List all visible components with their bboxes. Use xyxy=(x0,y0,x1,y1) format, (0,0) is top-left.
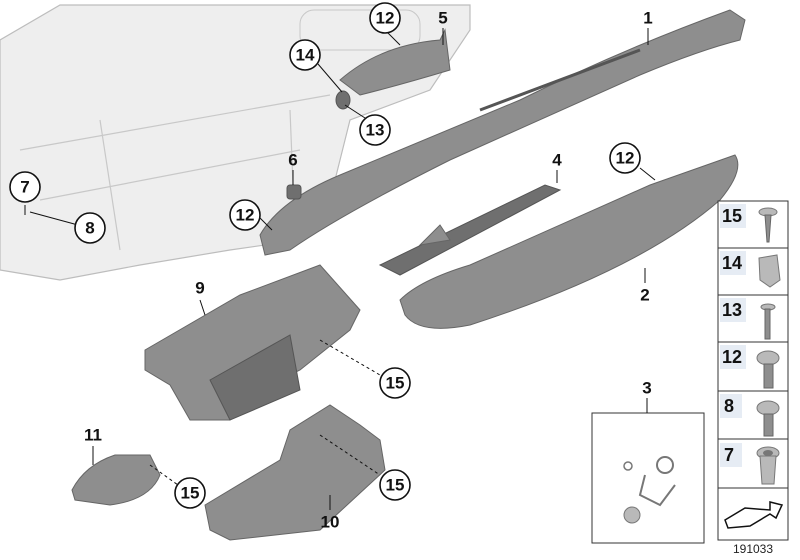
legend-label: 12 xyxy=(722,347,742,367)
leader-lines xyxy=(24,28,656,510)
part-5-handle xyxy=(339,28,451,96)
arrow-icon xyxy=(724,501,784,529)
callout-8: 8 xyxy=(85,219,94,238)
callout-9: 9 xyxy=(195,279,204,298)
part-11-cover xyxy=(71,454,161,506)
long-screw-icon xyxy=(760,303,776,340)
legend-label: 14 xyxy=(722,253,742,273)
callout-1: 1 xyxy=(643,9,652,28)
callout-3: 3 xyxy=(642,379,651,398)
part-4-mat xyxy=(378,184,562,276)
screw-icon xyxy=(758,207,778,243)
callout-15: 15 xyxy=(386,476,405,495)
part-6-plug xyxy=(286,184,302,200)
bolt-icon xyxy=(756,350,780,389)
reference-number: 191033 xyxy=(733,542,773,556)
callout-15: 15 xyxy=(386,374,405,393)
callout-5: 5 xyxy=(438,9,447,28)
part-10-bracket xyxy=(204,404,386,541)
legend-label: 15 xyxy=(722,206,742,226)
callout-14: 14 xyxy=(296,46,315,65)
legend-label: 13 xyxy=(722,300,742,320)
callout-7: 7 xyxy=(20,178,29,197)
callout-11: 11 xyxy=(84,426,102,445)
callout-12: 12 xyxy=(616,149,635,168)
clip-nut-icon xyxy=(758,254,781,288)
callout-4: 4 xyxy=(552,151,562,170)
door-panel-ghost xyxy=(0,4,471,281)
fastener-legend: 15 14 13 12 8 7 xyxy=(717,200,789,541)
part-3-spring xyxy=(623,456,676,524)
part-2-armrest xyxy=(399,154,739,329)
callout-2: 2 xyxy=(640,286,649,305)
part-1-trim xyxy=(259,9,746,256)
legend-label: 8 xyxy=(724,396,734,416)
callout-12: 12 xyxy=(236,206,255,225)
legend-label: 7 xyxy=(724,445,734,465)
part-14-clip xyxy=(335,90,351,110)
rivet-nut-icon xyxy=(756,446,780,485)
callouts: 1 2 3 4 5 6 7 8 9 10 11 12 12 12 13 14 1… xyxy=(9,2,653,532)
callout-13: 13 xyxy=(366,121,385,140)
callout-12: 12 xyxy=(376,9,395,28)
callout-15: 15 xyxy=(181,484,200,503)
part-3-box xyxy=(591,412,705,544)
bolt-icon xyxy=(756,400,780,437)
callout-6: 6 xyxy=(288,151,297,170)
callout-10: 10 xyxy=(321,513,340,532)
